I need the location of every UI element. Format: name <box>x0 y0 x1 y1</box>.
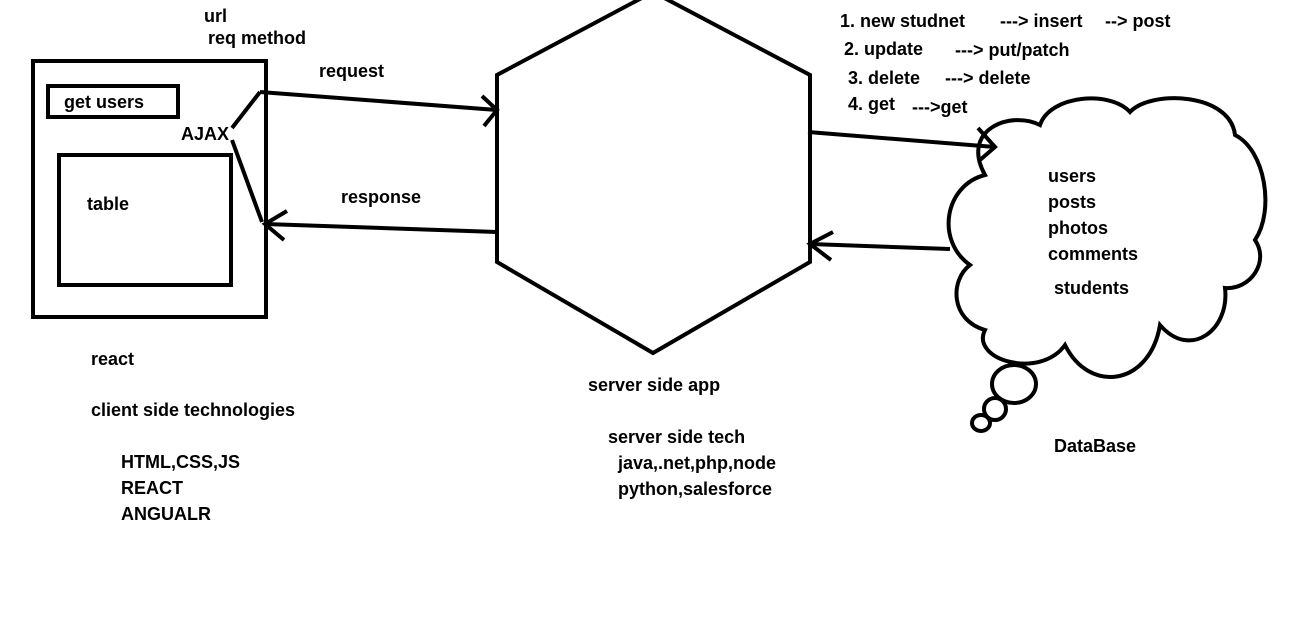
db-table-item: students <box>1054 278 1130 298</box>
client-tech-item: REACT <box>121 478 183 498</box>
operation-label: 1. new studnet <box>840 11 966 31</box>
client-window-box <box>31 59 268 319</box>
response-label: response <box>341 187 422 207</box>
operation-sql: ---> insert <box>1000 11 1083 31</box>
response-arrow-head <box>261 209 289 242</box>
cloud-bubble-small <box>970 413 992 433</box>
db-to-server-arrow-head <box>806 230 834 262</box>
operation-label: 3. delete <box>848 68 921 88</box>
server-side-tech-label: server side tech <box>608 427 746 447</box>
get-users-button[interactable]: get users <box>64 92 145 112</box>
operation-sql: ---> put/patch <box>955 40 1070 60</box>
db-table-item: photos <box>1048 218 1108 238</box>
ajax-label: AJAX <box>181 124 230 144</box>
operation-sql: --->get <box>912 97 968 117</box>
client-tech-item: ANGUALR <box>121 504 211 524</box>
client-side-technologies-label: client side technologies <box>91 400 296 420</box>
req-method-label: req method <box>208 28 307 48</box>
server-hexagon <box>495 0 812 356</box>
ajax-response-line <box>230 139 264 223</box>
operation-label: 2. update <box>844 39 924 59</box>
database-label: DataBase <box>1054 436 1137 456</box>
url-label: url <box>204 6 228 26</box>
operation-http: --> post <box>1105 11 1171 31</box>
db-table-item: comments <box>1048 244 1139 264</box>
operation-sql: ---> delete <box>945 68 1031 88</box>
table-label: table <box>87 194 130 214</box>
db-table-item: posts <box>1048 192 1097 212</box>
request-arrow <box>259 90 498 112</box>
server-tech-line: java,.net,php,node <box>618 453 777 473</box>
client-tech-item: HTML,CSS,JS <box>121 452 241 472</box>
database-cloud <box>946 96 1268 380</box>
server-tech-line: python,salesforce <box>618 479 773 499</box>
response-arrow <box>264 222 498 234</box>
request-label: request <box>319 61 385 81</box>
db-table-item: users <box>1048 166 1097 186</box>
cloud-bubble-medium <box>982 396 1008 422</box>
db-to-server-arrow <box>809 242 951 251</box>
server-to-db-arrow <box>807 130 996 149</box>
operation-label: 4. get <box>848 94 896 114</box>
cloud-bubble-large <box>990 363 1038 405</box>
ajax-request-line <box>230 90 262 130</box>
get-users-button-box <box>46 84 180 119</box>
react-label: react <box>91 349 135 369</box>
table-box <box>57 153 233 287</box>
server-side-app-label: server side app <box>588 375 721 395</box>
